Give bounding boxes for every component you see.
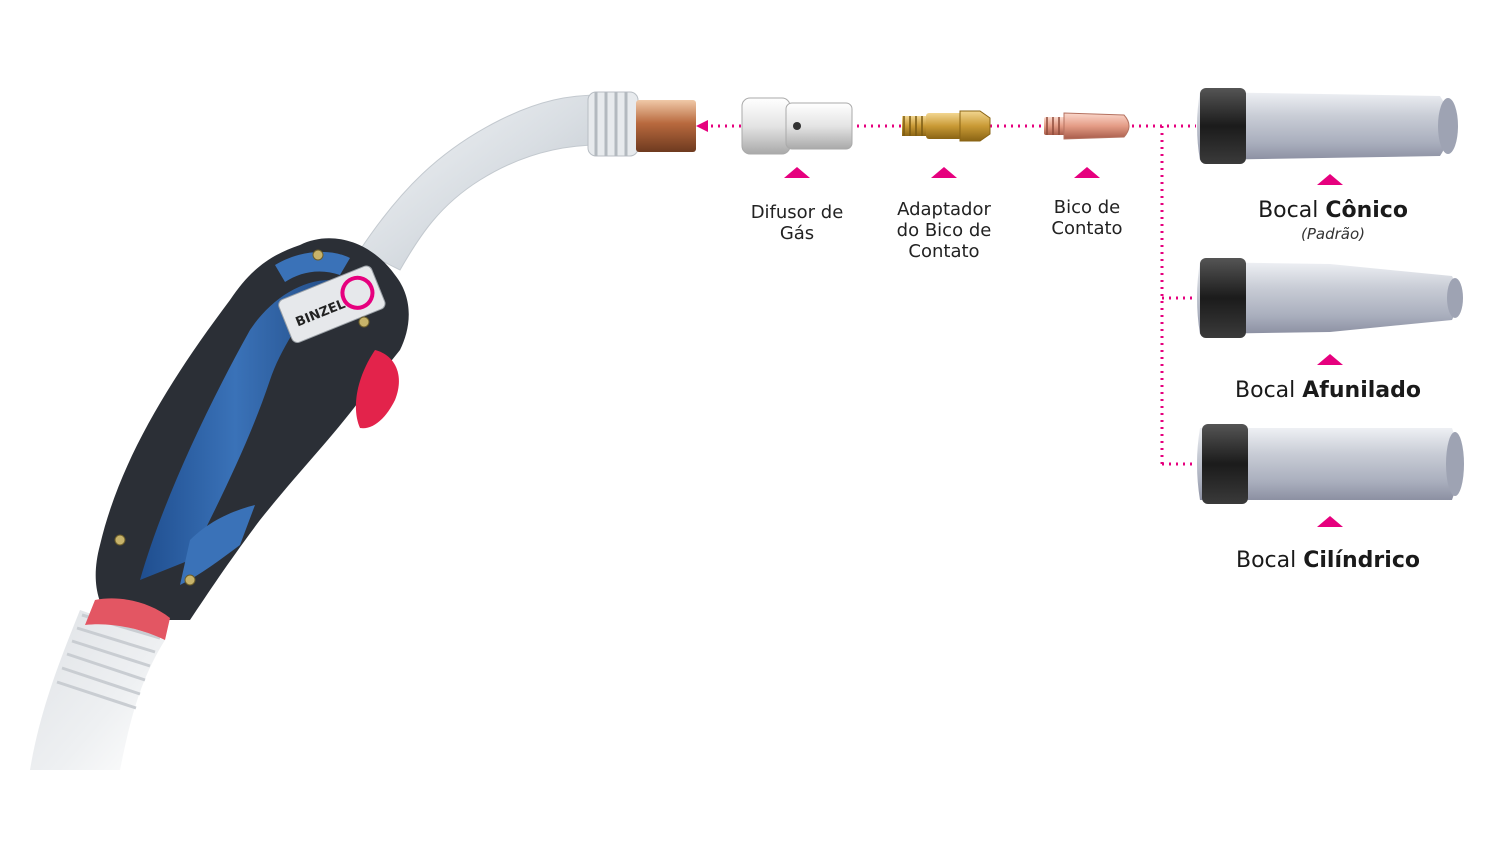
trigger <box>355 350 399 429</box>
label-bico: Bico de Contato <box>1027 197 1147 239</box>
label-conico-note: (Padrão) <box>1301 225 1365 243</box>
nozzle-afunilado <box>1197 258 1463 338</box>
label-cilindrico: Bocal Cilíndrico <box>1218 548 1438 573</box>
pointer-triangles <box>784 167 1343 527</box>
label-conico-prefix: Bocal <box>1258 198 1326 223</box>
label-bico-line2: Contato <box>1051 218 1123 239</box>
tip-adapter <box>902 110 991 142</box>
contact-tip <box>1044 112 1130 140</box>
hose <box>30 610 165 770</box>
handle-blue-grip <box>140 280 330 580</box>
nozzle-conico <box>1197 88 1458 164</box>
copper-head <box>636 100 696 152</box>
pointer-adaptador <box>931 167 957 178</box>
nozzle-cilindrico <box>1197 424 1464 504</box>
label-bico-line1: Bico de <box>1053 197 1121 218</box>
screws <box>114 249 370 586</box>
gooseneck <box>359 94 601 271</box>
label-adaptador: Adaptador do Bico de Contato <box>884 199 1004 262</box>
gas-diffuser <box>741 97 853 155</box>
label-afunilado: Bocal Afunilado <box>1218 378 1438 403</box>
label-difusor-line1: Difusor de <box>750 202 844 223</box>
label-cilindrico-name: Cilíndrico <box>1303 548 1420 573</box>
label-difusor: Difusor de Gás <box>737 202 857 244</box>
handle-cuff <box>85 598 170 640</box>
pointer-cilindrico <box>1317 516 1343 527</box>
connector-arrowhead <box>696 120 708 132</box>
label-adaptador-line3: Contato <box>908 241 980 262</box>
label-conico: Bocal Cônico <box>1233 198 1433 223</box>
connector-lines <box>704 124 1196 466</box>
brand-plate: BINZEL <box>278 265 386 343</box>
pointer-conico <box>1317 174 1343 185</box>
handle-lower-blue <box>180 505 255 585</box>
handle-blue-stripe <box>275 251 350 282</box>
label-conico-name: Cônico <box>1325 198 1408 223</box>
label-cilindrico-prefix: Bocal <box>1236 548 1304 573</box>
label-adaptador-line2: do Bico de <box>896 220 992 241</box>
neck-threads <box>587 91 639 157</box>
label-adaptador-line1: Adaptador <box>897 199 991 220</box>
label-afunilado-name: Afunilado <box>1302 378 1421 403</box>
label-difusor-line2: Gás <box>779 223 815 244</box>
pointer-bico <box>1074 167 1100 178</box>
pointer-difusor <box>784 167 810 178</box>
label-afunilado-prefix: Bocal <box>1235 378 1303 403</box>
pointer-afunilado <box>1317 354 1343 365</box>
